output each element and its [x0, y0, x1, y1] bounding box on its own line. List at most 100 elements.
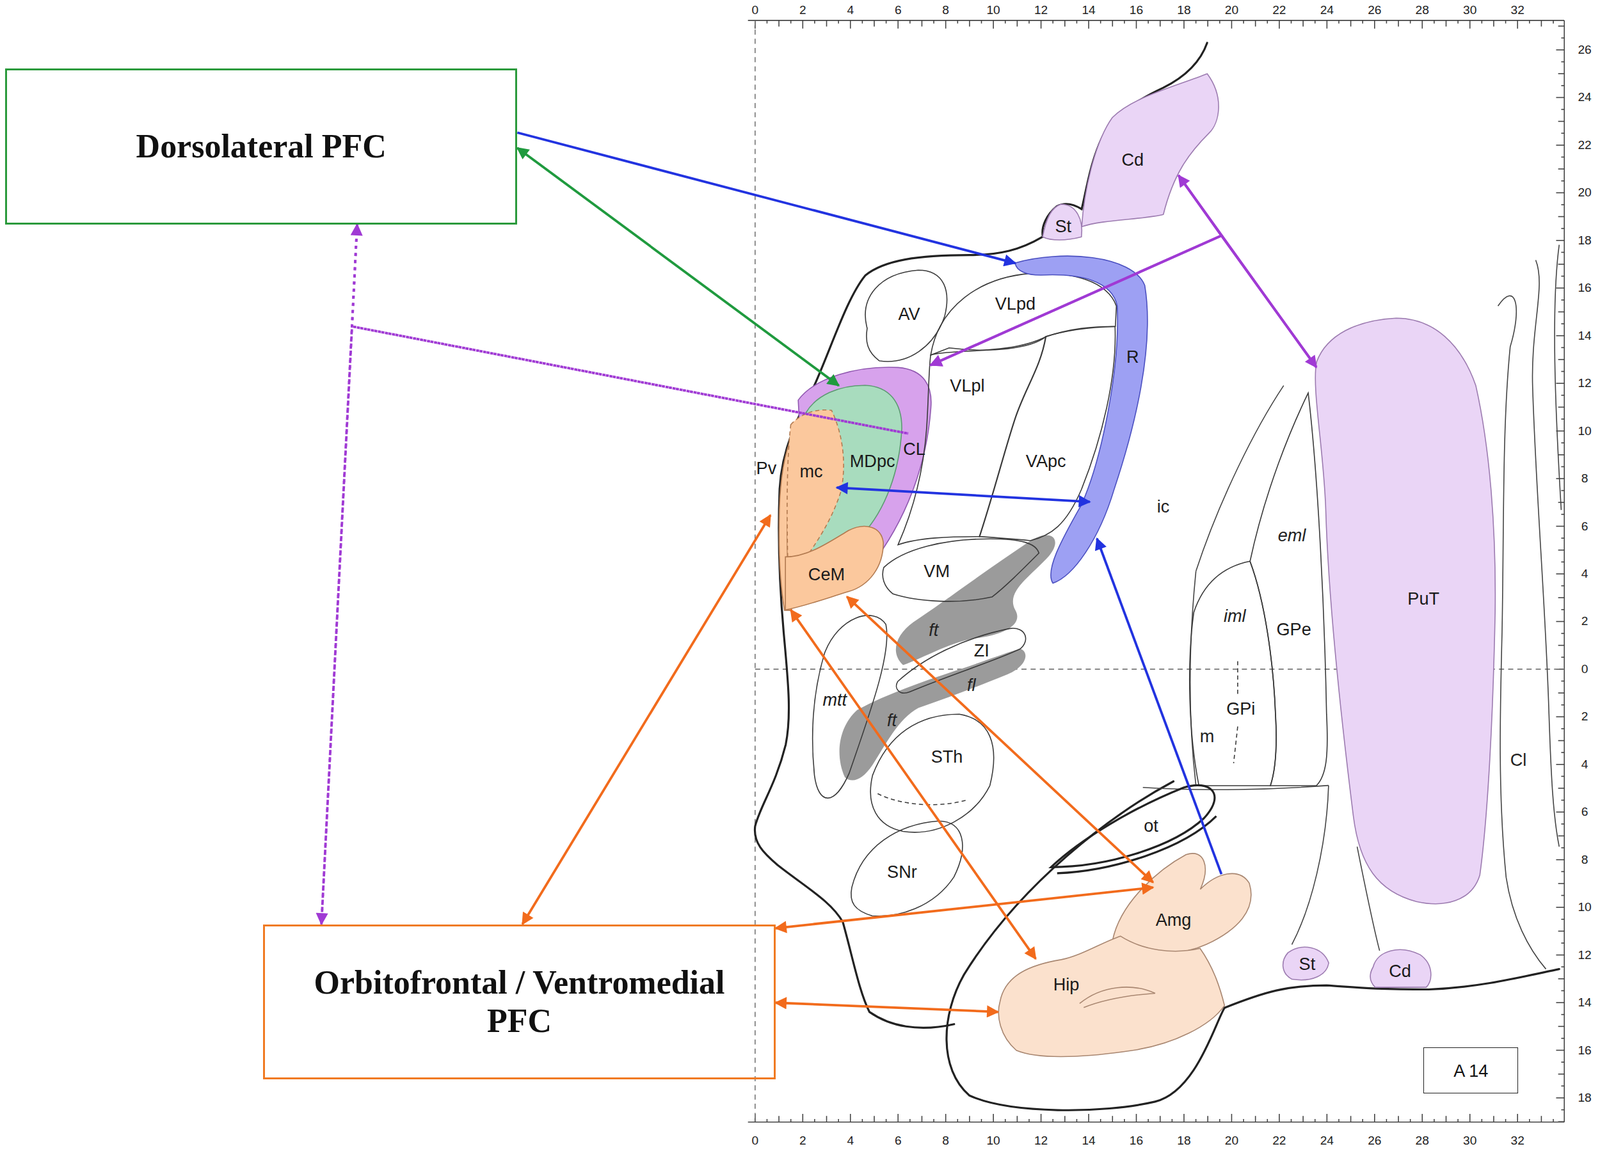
region-shape	[882, 538, 1039, 602]
axis-number: 14	[1577, 329, 1592, 342]
ruler-tick	[1555, 144, 1565, 146]
ruler-tick	[1242, 20, 1245, 24]
region-label: St	[1055, 216, 1072, 237]
region-label: Pv	[756, 458, 777, 479]
region-label: St	[1299, 954, 1316, 975]
axis-number: 12	[1577, 377, 1592, 390]
brain-region: Hip	[993, 934, 1227, 1064]
ruler-tick	[1558, 692, 1565, 694]
axis-number: 32	[1511, 3, 1525, 16]
ruler-tick	[1560, 609, 1565, 611]
ruler-tick	[1560, 442, 1565, 444]
ruler-tick	[1558, 263, 1565, 265]
axis-number: 0	[752, 1134, 760, 1147]
ruler-tick	[1255, 1116, 1257, 1123]
region-label: Amg	[1155, 910, 1192, 931]
region-shape	[1081, 73, 1219, 227]
region-label: VM	[923, 561, 950, 582]
ruler-line	[748, 19, 1565, 22]
ruler-tick	[1555, 335, 1565, 337]
axis-number: 4	[846, 1134, 854, 1147]
region-outline	[1309, 316, 1499, 911]
ruler-tick	[909, 20, 911, 24]
connection-arrow	[522, 515, 770, 925]
ruler-tick	[1560, 728, 1565, 730]
axis-number: 12	[1034, 3, 1048, 16]
brain-region: mtt	[808, 604, 895, 809]
ruler-tick	[1560, 895, 1565, 897]
ruler-tick	[862, 1119, 864, 1123]
ruler-tick	[1028, 20, 1030, 24]
ruler-tick	[1560, 204, 1565, 206]
region-shape	[897, 336, 1046, 545]
ruler-tick	[766, 1119, 768, 1123]
ruler-tick	[1558, 549, 1565, 552]
ruler-tick	[1560, 132, 1565, 134]
region-label: AV	[898, 304, 921, 324]
axis-number: 8	[942, 1134, 950, 1147]
region-outline	[1184, 559, 1280, 788]
ruler-tick	[1560, 108, 1565, 111]
ruler-tick	[1555, 764, 1565, 766]
axis-number: 18	[1577, 1091, 1592, 1104]
ruler-tick	[1409, 1119, 1412, 1123]
axis-number: 4	[846, 3, 854, 16]
ruler-tick	[1266, 20, 1268, 24]
ruler-tick	[1219, 20, 1221, 24]
region-shape	[1249, 392, 1328, 786]
ruler-tick	[778, 1116, 780, 1123]
ruler-tick	[1016, 20, 1019, 27]
axis-number: 30	[1463, 3, 1477, 16]
ruler-tick	[1457, 20, 1459, 24]
ruler-tick	[956, 20, 959, 24]
ruler-tick	[968, 20, 971, 27]
axis-number: 20	[1224, 3, 1239, 16]
structure-label: m	[1200, 728, 1215, 746]
ruler-tick	[1088, 20, 1090, 29]
ruler-tick	[1560, 275, 1565, 278]
ruler-tick	[1481, 1119, 1483, 1123]
ruler-tick	[992, 1114, 994, 1123]
axis-number: 10	[986, 1134, 1000, 1147]
region-outline	[863, 712, 1003, 840]
ruler-tick	[897, 1114, 899, 1123]
ruler-tick	[826, 1116, 828, 1123]
brain-region: GPe	[1248, 391, 1331, 788]
ruler-tick	[1560, 871, 1565, 873]
ruler-tick	[981, 20, 983, 24]
ruler-tick	[1555, 478, 1565, 480]
connection-arrow	[1096, 538, 1222, 875]
ruler-tick	[992, 20, 994, 29]
fiber-tract	[839, 648, 1026, 781]
ruler-tick	[1560, 585, 1565, 587]
ruler-tick	[1421, 1114, 1423, 1123]
region-outline	[878, 536, 1042, 607]
axis-number: 28	[1415, 3, 1430, 16]
region-shape	[896, 628, 1026, 694]
ruler-tick	[1560, 156, 1565, 159]
ruler-tick	[1004, 20, 1007, 24]
ruler-tick	[1314, 1119, 1316, 1123]
axis-number: 8	[1581, 853, 1589, 866]
brain-region: VApc	[977, 324, 1120, 543]
ruler-tick	[1558, 1073, 1565, 1076]
ruler-tick	[1560, 418, 1565, 420]
ruler-tick	[1136, 20, 1138, 29]
connection-arrow	[517, 147, 839, 386]
ruler-tick	[1541, 1116, 1543, 1123]
ruler-tick	[1171, 1119, 1174, 1123]
brain-region: GPi	[1184, 559, 1280, 788]
ruler-tick	[1195, 20, 1197, 24]
ruler-tick	[1555, 906, 1565, 909]
region-outline	[977, 324, 1120, 543]
ruler-tick	[814, 1119, 816, 1123]
ruler-tick	[814, 20, 816, 24]
ruler-tick	[1064, 1116, 1066, 1123]
region-label: Cd	[1388, 961, 1412, 982]
ruler-tick	[837, 1119, 840, 1123]
ruler-tick	[1555, 573, 1565, 575]
ruler-tick	[1266, 1119, 1268, 1123]
ruler-tick	[1481, 20, 1483, 24]
ruler-tick	[1171, 20, 1174, 24]
connection-arrow	[791, 609, 1037, 959]
